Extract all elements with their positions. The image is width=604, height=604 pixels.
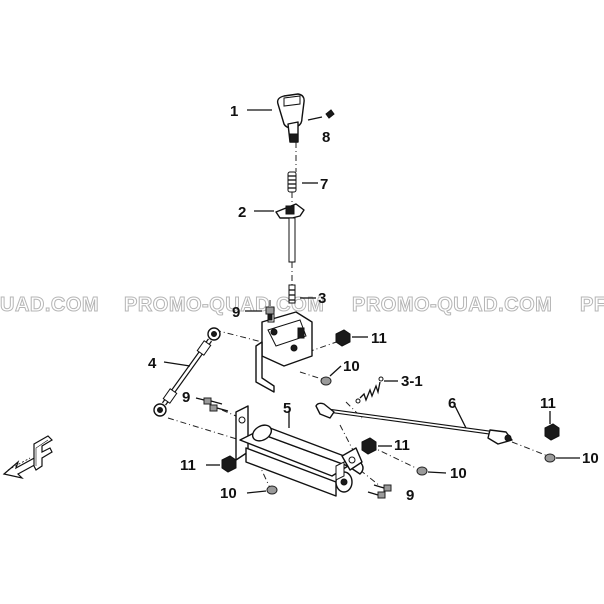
lever-bracket <box>255 311 313 393</box>
return-spring <box>355 376 384 404</box>
bolt-top <box>265 306 275 321</box>
watermark-text-1: UAD.COM <box>0 294 99 316</box>
callout-9-top: 9 <box>232 304 240 321</box>
link-rod <box>153 327 221 417</box>
bolt-left-upper <box>203 397 223 405</box>
knob-screw <box>307 109 335 121</box>
callout-10-right: 10 <box>582 450 599 467</box>
callout-11-bracket: 11 <box>371 330 387 347</box>
watermark-text-4: PF <box>580 294 604 316</box>
callout-labels: 1 8 7 2 3 9 11 4 10 3-1 9 6 5 11 11 10 1… <box>148 103 599 504</box>
callout-11-right: 11 <box>540 395 556 412</box>
callout-leaders <box>163 109 580 494</box>
callout-10-left: 10 <box>220 485 237 502</box>
callout-2: 2 <box>238 204 246 221</box>
callout-7: 7 <box>320 176 328 193</box>
bolts-9 <box>203 306 392 499</box>
callout-10-bracket: 10 <box>343 358 360 375</box>
lever-spring <box>287 171 297 193</box>
bolt-right-upper <box>373 484 392 492</box>
callout-9-left: 9 <box>182 389 190 406</box>
lever-collar <box>275 203 305 219</box>
nuts-11 <box>221 329 560 473</box>
callout-4: 4 <box>148 355 157 372</box>
callout-11-left: 11 <box>180 457 196 474</box>
callout-3: 3 <box>318 290 326 307</box>
callout-5: 5 <box>283 400 291 417</box>
shift-shaft <box>235 405 364 497</box>
bolt-left-lower <box>209 404 229 412</box>
callout-8: 8 <box>322 129 330 146</box>
shift-rod <box>288 217 296 304</box>
watermark: UAD.COM PROMO-QUAD.COM PROMO-QUAD.COM PF <box>0 294 604 317</box>
shift-knob <box>276 93 305 143</box>
front-direction-arrow-icon <box>2 435 53 480</box>
shift-cable <box>315 402 513 445</box>
watermark-text-3: PROMO-QUAD.COM <box>352 294 552 316</box>
callout-3-1: 3-1 <box>401 373 423 390</box>
callout-1: 1 <box>230 103 238 120</box>
washers-10 <box>266 376 556 495</box>
callout-10-shaft: 10 <box>450 465 467 482</box>
callout-6: 6 <box>448 395 456 412</box>
bolt-right-lower <box>367 491 386 499</box>
callout-11-shaft: 11 <box>394 437 410 454</box>
callout-9-right: 9 <box>406 487 414 504</box>
